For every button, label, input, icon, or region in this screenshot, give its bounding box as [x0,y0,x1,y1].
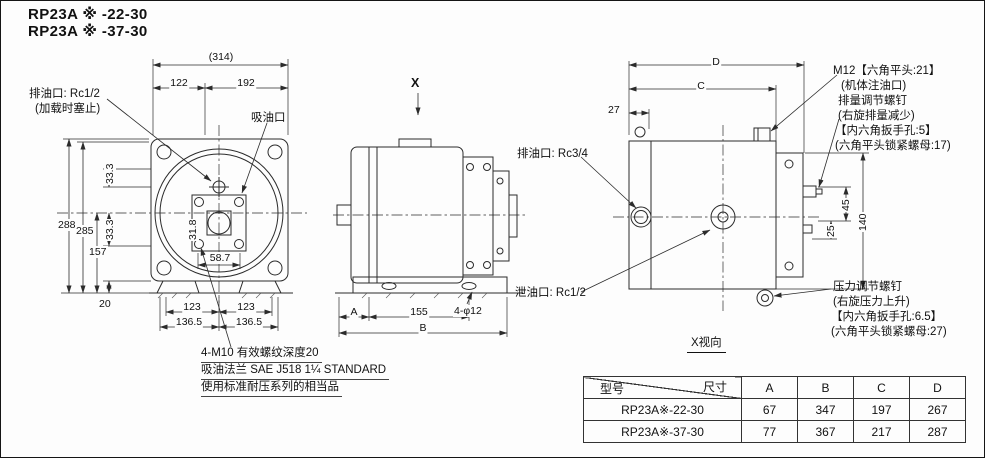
label-displacement-screw: 排量调节螺钉 [838,95,907,107]
view-marker-x: X [411,76,420,90]
extension-lines [61,59,869,337]
dim-27: 27 [607,104,621,116]
dim-140: 140 [857,212,869,232]
label-leak-port: 泄油口: Rc1/2 [515,287,586,299]
dim-bolt-left: 123 [182,301,202,313]
dim-width-left: 122 [169,77,189,89]
dim-base-left: 136.5 [174,316,204,328]
table-cell-model: RP23A※-37-30 [583,420,742,443]
label-displacement-screw-note: (右旋排量减少) [838,110,915,122]
dim-bolt-right: 123 [236,301,256,313]
dim-45: 45 [840,198,852,212]
table-header-size-label: 尺寸 [702,380,727,394]
label-view-direction: X视向 [687,337,726,353]
table-row: RP23A※-22-30 67 347 197 267 [583,398,966,421]
leader-lines [106,74,840,348]
label-drain-port-x: 排油口: Rc3/4 [517,148,588,160]
label-suction-port: 吸油口 [251,112,286,124]
solid-lines [149,126,823,307]
dim-155: 155 [409,306,429,318]
dim-d: D [711,56,721,68]
label-drain-port-front: 排油口: Rc1/2 [29,88,100,100]
table-cell-b: 347 [797,398,854,421]
dim-25: 25 [825,224,837,238]
dim-height-body: 285 [75,225,95,237]
table-cell-c: 217 [853,420,910,443]
dim-foot-height: 20 [98,298,112,310]
table-cell-d: 287 [909,420,966,443]
dim-width-right: 192 [236,77,256,89]
dim-offset-top: 33.3 [104,162,116,185]
dim-offset-bottom: 33.3 [104,218,116,241]
table-cell-b: 367 [797,420,854,443]
dimension-table: 尺寸 型号 A B C D RP23A※-22-30 67 347 197 26… [583,376,966,443]
title-block: RP23A ※ -22-30 RP23A ※ -37-30 [28,6,148,40]
label-lock-nut-17: (六角平头锁紧螺母:17) [835,140,951,152]
dim-height-overall: 288 [57,219,77,231]
label-pressure-screw: 压力调节螺钉 [833,281,902,293]
table-cell-a: 77 [741,420,798,443]
dim-a: A [349,306,359,318]
label-drain-port-note: (加载时塞止) [35,103,101,115]
label-hex-socket-6-5: 【内六角扳手孔:6.5】 [831,311,943,323]
ground-hatching [157,292,488,299]
table-header-row: 尺寸 型号 A B C D [583,376,966,399]
label-fill-port: (机体注油口) [841,80,907,92]
model-title-1: RP23A ※ -22-30 [28,6,148,23]
table-row: RP23A※-37-30 77 367 217 287 [583,420,966,443]
dim-hub-width: 31.8 [187,218,199,241]
table-col-c: C [853,376,910,399]
dim-overall-width: (314) [208,51,234,63]
label-pressure-screw-note: (右旋压力上升) [833,296,910,308]
label-hex-socket-5: 【内六角扳手孔:5】 [835,125,937,137]
table-cell-c: 197 [853,398,910,421]
dim-height-center: 157 [88,246,108,258]
note-thread-depth: 4-M10 有效螺纹深度20 [201,347,322,363]
dim-hub-span: 58.7 [208,252,232,264]
dim-base-right: 136.5 [234,316,264,328]
label-m12-plug: M12【六角平头:21】 [833,65,941,77]
table-col-a: A [741,376,798,399]
note-pressure-series: 使用标准耐压系列的相当品 [201,381,342,397]
table-header-model-label: 型号 [600,382,625,396]
label-lock-nut-27: (六角平头锁紧螺母:27) [831,326,947,338]
centerlines [57,125,821,311]
table-col-d: D [909,376,966,399]
note-suction-flange: 吸油法兰 SAE J518 1¼ STANDARD [201,364,390,380]
dim-b: B [418,322,428,334]
label-mounting-holes: 4-φ12 [453,305,483,317]
table-col-b: B [797,376,854,399]
dim-c: C [696,80,706,92]
table-cell-d: 267 [909,398,966,421]
model-title-2: RP23A ※ -37-30 [28,23,148,40]
table-cell-model: RP23A※-22-30 [583,398,742,421]
table-header-corner: 尺寸 型号 [583,376,742,399]
table-cell-a: 67 [741,398,798,421]
